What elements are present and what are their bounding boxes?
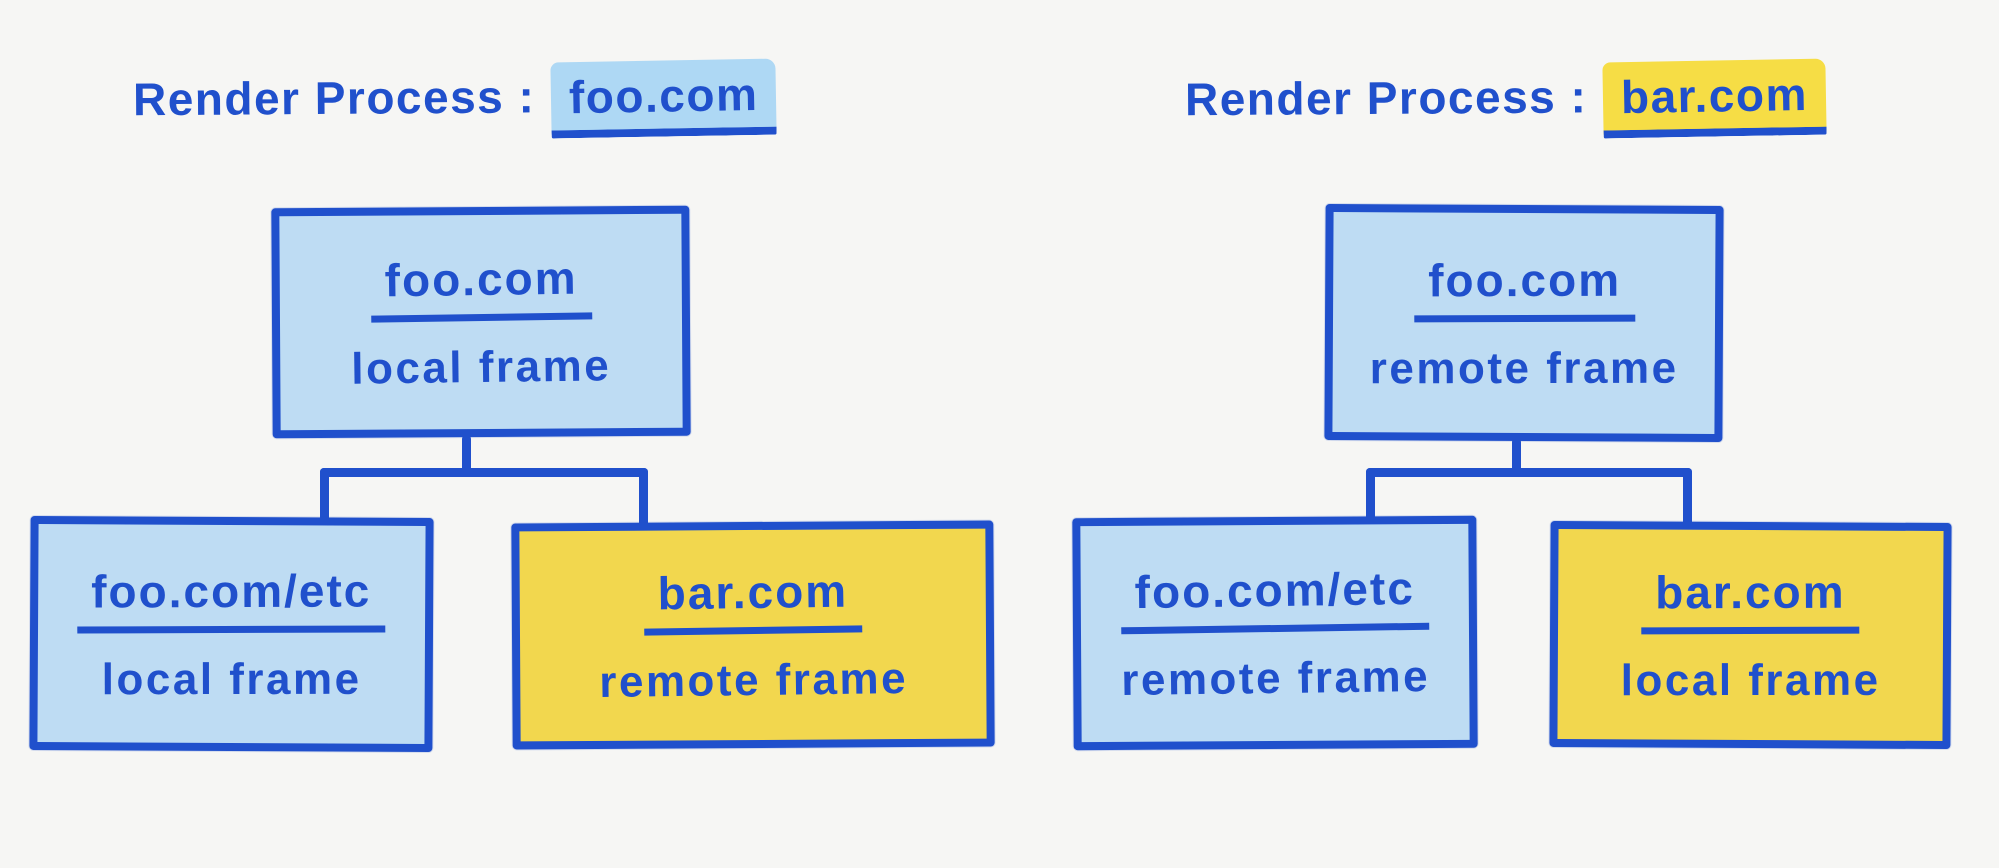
connector-drop-left-child2 xyxy=(639,468,648,528)
frame-box-fooetc-left: foo.com/etc local frame xyxy=(29,515,434,753)
frame-type-label: local frame xyxy=(351,340,612,394)
frame-box-foo-root-right: foo.com remote frame xyxy=(1324,203,1724,443)
frame-box-fooetc-right: foo.com/etc remote frame xyxy=(1072,515,1478,751)
frame-domain-label: foo.com xyxy=(369,249,592,323)
connector-stem-left-tree xyxy=(462,435,471,477)
frame-domain-label: bar.com xyxy=(1641,564,1861,634)
connector-stem-right-tree xyxy=(1512,438,1521,477)
frame-box-bar-right: bar.com local frame xyxy=(1549,520,1952,750)
frame-type-label: remote frame xyxy=(1120,651,1430,705)
connector-drop-right-child2 xyxy=(1683,468,1692,528)
frame-domain-label: foo.com xyxy=(1413,252,1635,322)
title-domain-highlight: bar.com xyxy=(1602,58,1827,139)
title-prefix: Render Process : xyxy=(1184,70,1588,126)
title-prefix: Render Process : xyxy=(132,70,536,126)
connector-bar-left-tree xyxy=(320,468,648,477)
connector-bar-right-tree xyxy=(1366,468,1692,477)
frame-type-label: local frame xyxy=(101,654,362,704)
frame-box-foo-root-left: foo.com local frame xyxy=(271,205,691,439)
frame-domain-label: foo.com/etc xyxy=(77,562,386,634)
frame-type-label: remote frame xyxy=(1369,343,1679,393)
render-process-title-foo: Render Process : foo.com xyxy=(132,58,778,140)
title-domain-highlight: foo.com xyxy=(550,58,778,139)
frame-type-label: local frame xyxy=(1620,655,1881,705)
frame-box-bar-left: bar.com remote frame xyxy=(511,520,995,750)
connector-drop-left-child1 xyxy=(320,468,329,522)
frame-type-label: remote frame xyxy=(598,653,908,707)
render-process-title-bar: Render Process : bar.com xyxy=(1184,58,1827,140)
frame-domain-label: bar.com xyxy=(643,562,863,636)
frame-domain-label: foo.com/etc xyxy=(1120,560,1430,634)
connector-drop-right-child1 xyxy=(1366,468,1375,522)
